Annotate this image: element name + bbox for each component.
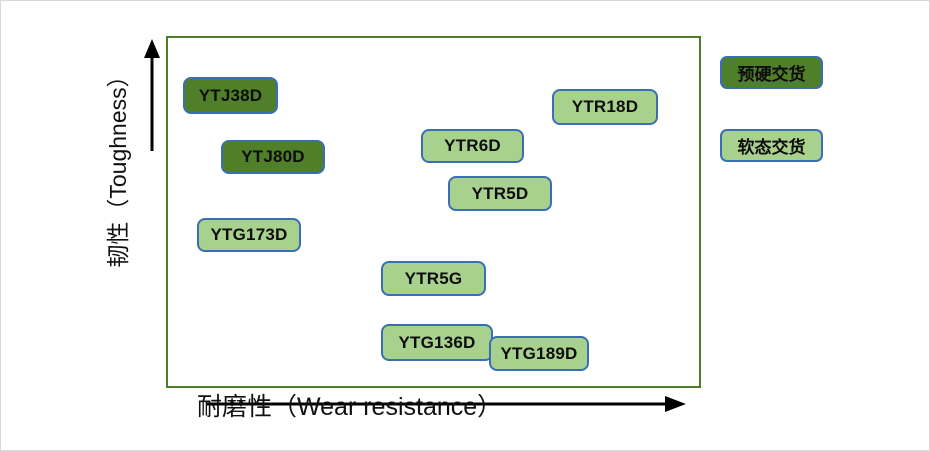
x-axis-label: 耐磨性（Wear resistance）: [197, 393, 503, 421]
grade-box[interactable]: YTR18D: [552, 89, 658, 125]
grade-box[interactable]: YTJ80D: [221, 140, 325, 174]
grade-box[interactable]: YTG189D: [489, 336, 589, 371]
legend-item-prehardened[interactable]: 预硬交货: [720, 56, 823, 89]
legend: 预硬交货软态交货: [720, 56, 830, 176]
grade-box[interactable]: YTJ38D: [183, 77, 278, 114]
legend-item-soft[interactable]: 软态交货: [720, 129, 823, 162]
grade-box[interactable]: YTR5D: [448, 176, 552, 211]
x-axis-arrow-icon: [206, 396, 686, 412]
grade-box[interactable]: YTR5G: [381, 261, 486, 296]
y-axis-arrow-icon: [144, 39, 160, 151]
grade-box[interactable]: YTG173D: [197, 218, 301, 252]
y-axis-label: 韧性（Toughness）: [105, 64, 131, 268]
grade-box[interactable]: YTR6D: [421, 129, 524, 163]
grade-box[interactable]: YTG136D: [381, 324, 493, 361]
